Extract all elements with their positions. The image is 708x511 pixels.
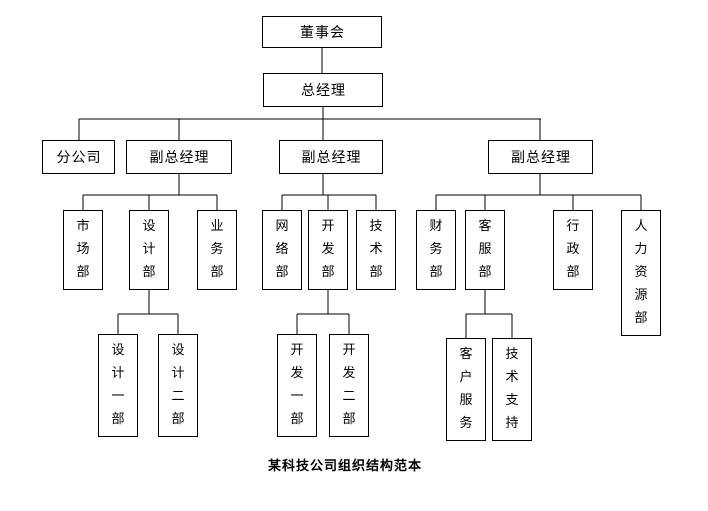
org-node-technology-dept: 技术部 [356,210,396,290]
org-node-deputy-gm-2-label: 副总经理 [301,150,362,166]
org-node-business-dept: 业务部 [197,210,237,290]
org-node-customer-service-team-label: 客户服务 [459,347,473,431]
org-node-human-resources-dept: 人力资源部 [621,210,661,336]
org-node-dev-dept-1-label: 开发一部 [290,343,304,427]
org-node-administration-dept: 行政部 [553,210,593,290]
org-node-network-dept: 网络部 [262,210,302,290]
org-node-network-dept-label: 网络部 [275,219,289,280]
org-node-design-dept-2: 设计二部 [158,334,198,437]
org-node-tech-support-team: 技术支持 [492,338,532,441]
org-node-development-dept: 开发部 [308,210,348,290]
chart-caption: 某科技公司组织结构范本 [267,459,422,474]
org-node-technology-dept-label: 技术部 [369,219,383,280]
org-node-design-dept: 设计部 [129,210,169,290]
org-node-design-dept-2-label: 设计二部 [171,343,185,427]
org-node-deputy-gm-1: 副总经理 [126,140,232,174]
org-node-marketing-dept-label: 市场部 [76,219,90,280]
org-node-general-manager: 总经理 [263,73,383,107]
org-node-customer-service-dept: 客服部 [465,210,505,290]
org-node-design-dept-1: 设计一部 [98,334,138,437]
org-node-deputy-gm-2: 副总经理 [279,140,383,174]
org-node-administration-dept-label: 行政部 [566,219,580,280]
org-node-customer-service-team: 客户服务 [446,338,486,441]
org-node-dev-dept-1: 开发一部 [277,334,317,437]
org-node-human-resources-dept-label: 人力资源部 [634,219,648,326]
org-node-development-dept-label: 开发部 [321,219,335,280]
org-node-deputy-gm-1-label: 副总经理 [149,150,210,166]
org-node-finance-dept-label: 财务部 [429,219,443,280]
org-node-finance-dept: 财务部 [416,210,456,290]
org-node-design-dept-label: 设计部 [142,219,156,280]
org-node-dev-dept-2: 开发二部 [329,334,369,437]
org-node-tech-support-team-label: 技术支持 [505,347,519,431]
org-node-design-dept-1-label: 设计一部 [111,343,125,427]
org-node-board: 董事会 [262,16,382,48]
org-node-board-label: 董事会 [300,25,345,41]
org-node-business-dept-label: 业务部 [210,219,224,280]
org-node-dev-dept-2-label: 开发二部 [342,343,356,427]
org-node-deputy-gm-3-label: 副总经理 [511,150,571,166]
org-node-marketing-dept: 市场部 [63,210,103,290]
org-node-general-manager-label: 总经理 [301,83,346,99]
org-node-customer-service-dept-label: 客服部 [478,219,492,280]
org-node-deputy-gm-3: 副总经理 [488,140,593,174]
org-node-branch-company: 分公司 [42,140,115,174]
org-node-branch-company-label: 分公司 [56,150,102,166]
